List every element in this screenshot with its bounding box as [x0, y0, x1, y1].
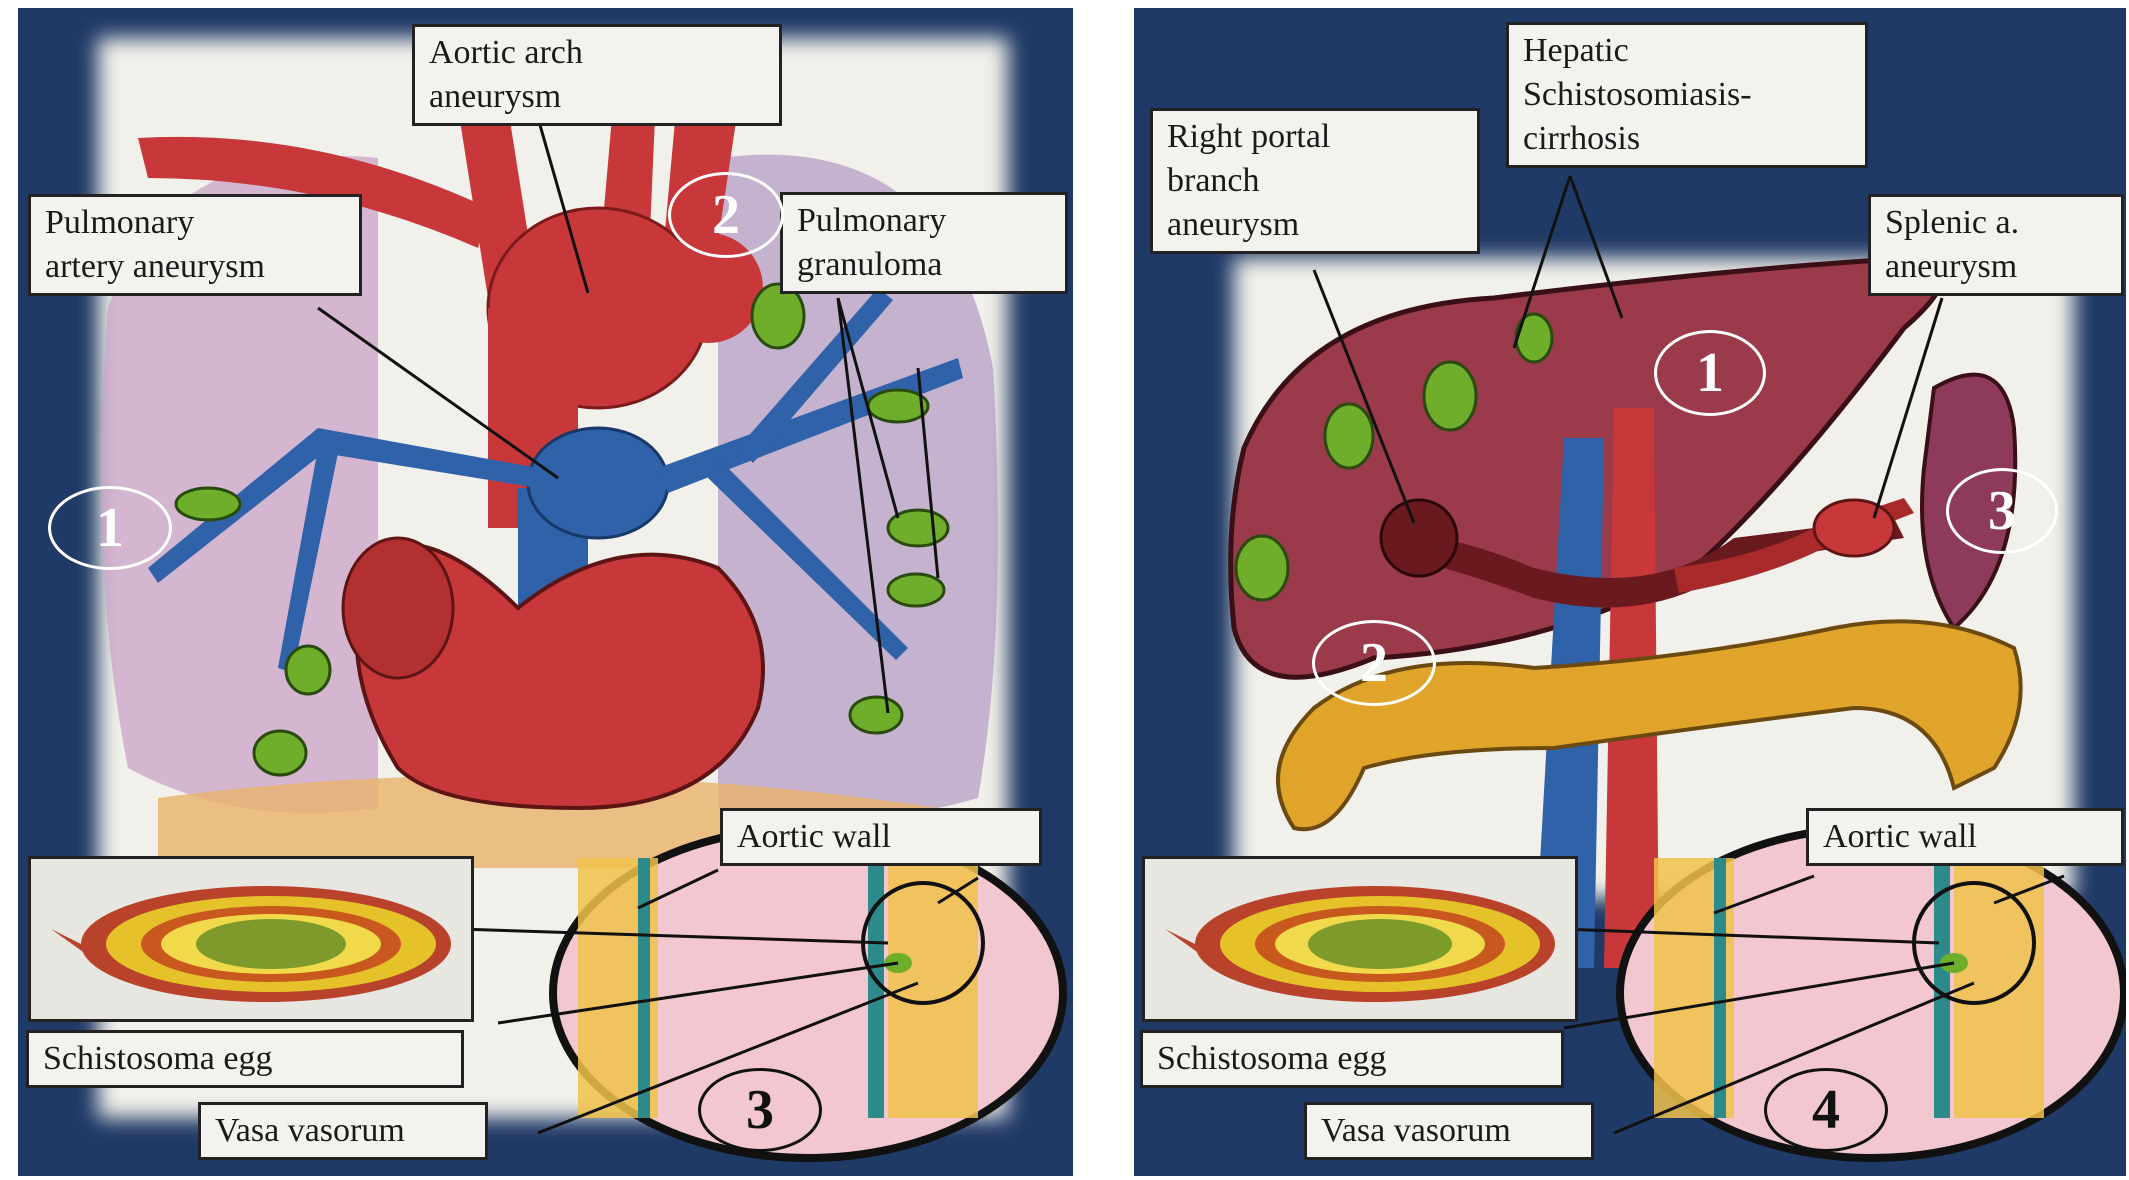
schistosoma-egg-drawing	[31, 859, 471, 1019]
label-splenic-artery-aneurysm: Splenic a. aneurysm	[1868, 194, 2124, 296]
schistosoma-egg-inset	[28, 856, 474, 1022]
schistosoma-egg-drawing	[1145, 859, 1575, 1019]
label-pulmonary-granuloma: Pulmonary granuloma	[780, 192, 1068, 294]
marker-1: 1	[1654, 330, 1766, 416]
marker-4: 4	[1764, 1068, 1888, 1152]
label-vasa-vasorum: Vasa vasorum	[198, 1102, 488, 1160]
label-vasa-vasorum: Vasa vasorum	[1304, 1102, 1594, 1160]
label-aortic-arch-aneurysm: Aortic arch aneurysm	[412, 24, 782, 126]
left-panel-thoracic: Aortic arch aneurysm Pulmonary artery an…	[18, 8, 1073, 1176]
right-panel-abdominal: Right portal branch aneurysm Hepatic Sch…	[1134, 8, 2126, 1176]
label-schistosoma-egg: Schistosoma egg	[26, 1030, 464, 1088]
schistosoma-egg-inset	[1142, 856, 1578, 1022]
label-schistosoma-egg: Schistosoma egg	[1140, 1030, 1564, 1088]
marker-2: 2	[668, 172, 784, 258]
right-portal-branch-aneurysm	[1381, 500, 1457, 576]
label-hepatic-schistosomiasis-cirrhosis: Hepatic Schistosomiasis- cirrhosis	[1506, 22, 1868, 168]
pulmonary-artery-aneurysm	[528, 428, 668, 538]
label-aortic-wall: Aortic wall	[1806, 808, 2124, 866]
label-aortic-wall: Aortic wall	[720, 808, 1042, 866]
marker-1: 1	[48, 486, 172, 570]
marker-3: 3	[1946, 468, 2058, 554]
label-pulmonary-artery-aneurysm: Pulmonary artery aneurysm	[28, 194, 362, 296]
right-atrium	[343, 538, 453, 678]
marker-2: 2	[1312, 620, 1436, 706]
label-right-portal-branch-aneurysm: Right portal branch aneurysm	[1150, 108, 1480, 254]
marker-3: 3	[698, 1068, 822, 1152]
splenic-artery-aneurysm	[1814, 500, 1894, 556]
